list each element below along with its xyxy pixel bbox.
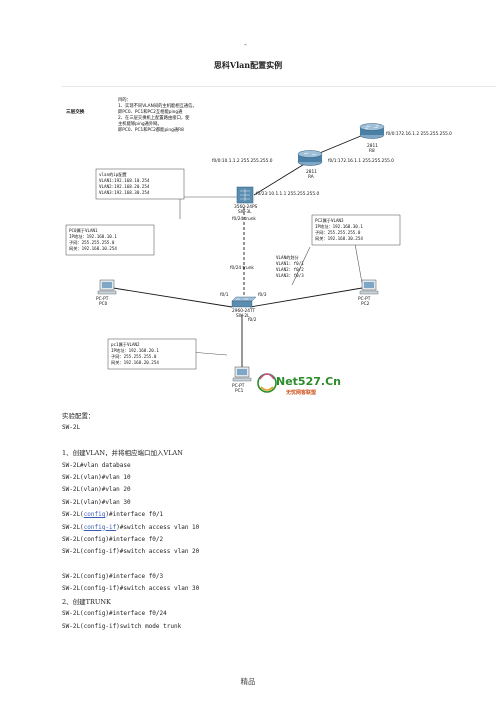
svg-text:网关：192.168.20.254: 网关：192.168.20.254 <box>111 359 159 366</box>
sw2l-f03-label: f0/3 <box>258 292 267 298</box>
svg-text:VLAN3: f0/3: VLAN3: f0/3 <box>276 273 304 278</box>
ra-left-ip-label: f0/0:10.1.1.2 255.255.255.0 <box>212 158 273 164</box>
goals-block: 目的： 1、实现不同VLAN间的主机能相互通信。 即PC0、PC1和PC2互相能… <box>118 96 197 133</box>
r8-model-label: 2811 <box>367 143 378 149</box>
cmd-line: SW-2L(vlan)#vlan 30 <box>62 498 131 506</box>
cmd-line: SW-2L(config-if)#switch access vlan 30 <box>62 585 200 593</box>
layer3-switch-label: 三层交换 <box>66 108 85 115</box>
svg-text:VLAN2:192.168.20.254: VLAN2:192.168.20.254 <box>99 184 150 189</box>
router-ra-icon[interactable] <box>297 150 323 166</box>
pc2-config-box: PC2属于VLAN3 IP地址：192.168.30.1 子网：255.255.… <box>311 214 401 246</box>
pc1-name-label: PC1 <box>235 388 244 394</box>
pc0-config-box: PC0属于VLAN1 IP地址：192.168.10.1 子网：255.255.… <box>65 224 155 256</box>
sw2l-f02-label: f0/2 <box>248 317 257 323</box>
svg-text:即PC0、PC1和PC2都能ping通R8: 即PC0、PC1和PC2都能ping通R8 <box>118 126 184 133</box>
sw3l-name-label: SW-3L <box>238 209 252 215</box>
svg-text:VLAN1: f0/1: VLAN1: f0/1 <box>276 261 304 266</box>
svg-text:无忧网客联盟: 无忧网客联盟 <box>285 389 316 396</box>
pc2-name-label: PC2 <box>361 301 370 307</box>
device-name: SW-2L <box>62 424 81 432</box>
ra-right-ip-label: f0/1:172.16.1.1 255.255.255.0 <box>328 158 394 164</box>
step-1-heading: 1、创建VLAN，并将相应端口加入VLAN <box>62 449 183 458</box>
svg-text:VLAN1:192.168.10.254: VLAN1:192.168.10.254 <box>99 178 150 183</box>
svg-text:VLAN2: f0/2: VLAN2: f0/2 <box>276 267 304 272</box>
page-footer: 精品 <box>240 677 256 686</box>
svg-text:VLAN3:192.168.30.254: VLAN3:192.168.30.254 <box>99 190 150 195</box>
net527-watermark-logo: Net527.Cn 无忧网客联盟 <box>257 373 341 396</box>
trunk-bottom-label: f0/24 trunk <box>230 265 254 271</box>
pc1-icon[interactable] <box>232 366 252 382</box>
r8-ip-label: f0/0:172.16.1.2 255.255.255.0 <box>386 131 452 137</box>
config-if-link[interactable]: config-if <box>83 523 117 531</box>
multilayer-switch-sw3l-icon[interactable] <box>236 186 254 204</box>
vlan-ip-config-box: vlan的ip配置 VLAN1:192.168.10.254 VLAN2:192… <box>95 168 185 200</box>
svg-text:VLAN的划分: VLAN的划分 <box>276 254 299 261</box>
pc2-icon[interactable] <box>359 279 379 295</box>
cmd-line: SW-2L(config)#interface f0/3 <box>62 573 164 581</box>
cmd-line: SW-2L(config)#interface f0/24 <box>62 610 167 618</box>
svg-text:2、在三层交换机上配置路由接口，使: 2、在三层交换机上配置路由接口，使 <box>118 114 190 121</box>
svg-text:1、实现不同VLAN间的主机能相互通信。: 1、实现不同VLAN间的主机能相互通信。 <box>118 102 197 109</box>
sw3l-ip-label: f0/23:10.1.1.1 255.255.255.0 <box>256 191 319 197</box>
config-link[interactable]: config <box>83 511 106 519</box>
network-topology-diagram: 2811 R8 f0/0:172.16.1.2 255.255.255.0 28… <box>62 86 496 405</box>
svg-text:vlan的ip配置: vlan的ip配置 <box>99 171 127 178</box>
vlan-split-box: VLAN的划分 VLAN1: f0/1 VLAN2: f0/2 VLAN3: f… <box>276 254 304 278</box>
svg-text:即PC0、PC1和PC2互相能ping通: 即PC0、PC1和PC2互相能ping通 <box>118 108 183 115</box>
svg-text:IP地址：192.168.30.1: IP地址：192.168.30.1 <box>315 223 363 229</box>
svg-text:子网：255.255.255.0: 子网：255.255.255.0 <box>111 353 157 360</box>
document-title: 思科Vlan配置实例 <box>213 60 283 70</box>
cable-sw3l-ra <box>253 162 307 196</box>
ra-name-label: RA <box>308 174 314 180</box>
svg-text:pc1属于VLAN2: pc1属于VLAN2 <box>111 342 140 348</box>
svg-text:网关：192.168.30.254: 网关：192.168.30.254 <box>315 235 363 242</box>
cmd-line: SW-2L(config)#interface f0/1 <box>62 511 164 519</box>
svg-text:子网：255.255.255.0: 子网：255.255.255.0 <box>315 229 361 236</box>
svg-text:IP地址：192.168.10.1: IP地址：192.168.10.1 <box>69 233 117 239</box>
sw2l-name-label: SW-2L <box>236 313 250 319</box>
cmd-line: SW-2L(vlan)#vlan 10 <box>62 473 131 481</box>
r8-name-label: R8 <box>369 148 375 154</box>
cmd-line: SW-2L(config-if)#switch access vlan 10 <box>62 523 200 531</box>
cmd-line: SW-2L(config-if)switch mode trunk <box>62 622 182 630</box>
pc1-type-label: PC-PT <box>232 383 245 389</box>
pc1-config-box: pc1属于VLAN2 IP地址：192.168.20.1 子网：255.255.… <box>107 338 197 370</box>
svg-text:子网：255.255.255.0: 子网：255.255.255.0 <box>69 239 115 246</box>
cable-sw2l-pc0 <box>106 286 233 308</box>
cmd-line: SW-2L#vlan database <box>62 461 131 469</box>
section-heading: 实验配置： <box>62 412 95 420</box>
step-2-heading: 2、创建TRUNK <box>62 597 111 606</box>
configuration-text: 实验配置： SW-2L 1、创建VLAN，并将相应端口加入VLAN SW-2L#… <box>62 410 482 633</box>
sw2l-model-label: 2960-24TT <box>232 308 256 314</box>
svg-text:IP地址：192.168.20.1: IP地址：192.168.20.1 <box>111 347 159 353</box>
svg-text:主机能够ping通外网。: 主机能够ping通外网。 <box>118 120 162 127</box>
sw3l-model-label: 3560-24PS <box>234 204 258 210</box>
cmd-line: SW-2L(config)#interface f0/2 <box>62 535 164 543</box>
cmd-line: SW-2L(vlan)#vlan 20 <box>62 486 131 494</box>
topology-svg: 2811 R8 f0/0:172.16.1.2 255.255.255.0 28… <box>65 96 452 396</box>
pc0-type-label: PC-PT <box>96 296 109 302</box>
ra-model-label: 2811 <box>306 169 317 175</box>
cmd-line: SW-2L(config-if)#switch access vlan 20 <box>62 548 200 556</box>
sw2l-f01-label: f0/1 <box>220 292 229 298</box>
switch-sw2l-icon[interactable] <box>231 296 257 308</box>
svg-text:PC0属于VLAN1: PC0属于VLAN1 <box>69 228 98 234</box>
router-r8-icon[interactable] <box>359 123 385 139</box>
pc0-name-label: PC0 <box>99 301 108 307</box>
pc2-type-label: PC-PT <box>358 296 371 302</box>
svg-text:Net527.Cn: Net527.Cn <box>276 375 341 388</box>
svg-text:网关：192.168.10.254: 网关：192.168.10.254 <box>69 245 117 252</box>
trunk-top-label: f0/24 trunk <box>232 216 256 222</box>
header-mark: - <box>244 40 247 49</box>
cable-sw2l-pc2 <box>249 286 369 308</box>
svg-text:PC2属于VLAN3: PC2属于VLAN3 <box>315 218 344 224</box>
pc0-icon[interactable] <box>97 279 117 295</box>
cables <box>106 132 369 377</box>
svg-text:目的：: 目的： <box>118 96 131 103</box>
